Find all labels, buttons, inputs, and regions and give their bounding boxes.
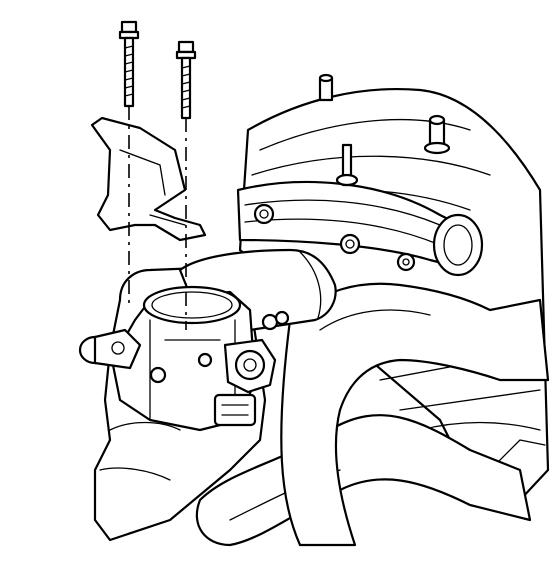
upper-radiator-hose [280,282,550,547]
throttle-cable-bracket [90,116,207,242]
throttle-body-bolt-long [118,20,140,108]
idle-air-control-valve [78,328,142,370]
throttle-body-bolt-short [175,40,197,120]
engine-stud-top [318,73,334,102]
valve-cover-fittings [253,203,416,272]
engine-stud-right [423,114,451,155]
sensor-connector [213,393,257,427]
engine-bolt-center [335,143,359,187]
throttle-body-fasteners [149,310,290,384]
throttle-position-sensor [223,338,277,394]
